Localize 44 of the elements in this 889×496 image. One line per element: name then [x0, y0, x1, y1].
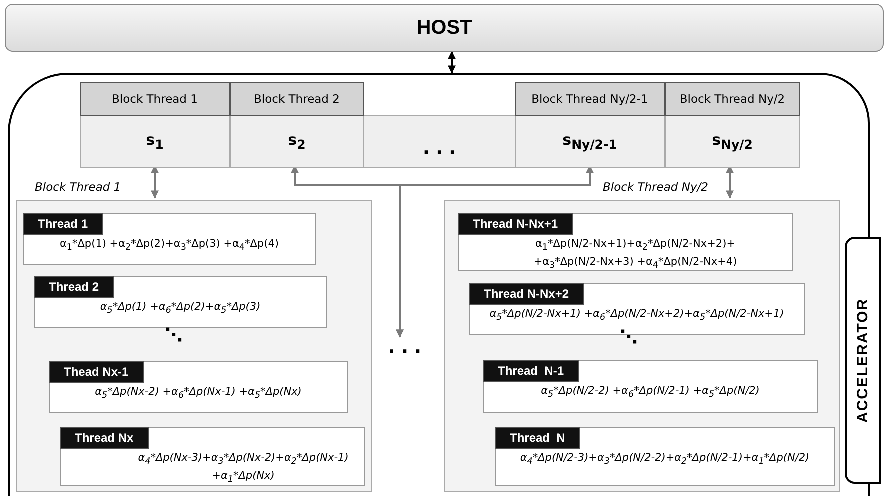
formula-text: α$_{5}$*Δp(N/2-2) +α$_{6}$*Δp(N/2-1) +α$_{5}$*Δp(N/2): [540, 384, 761, 402]
formula-text: α$_{1}$*Δp(1) +α$_{2}$*Δp(2)+α$_{3}$*Δp(3) +α$_{4}$*Δp(4): [59, 237, 280, 256]
ellipsis-dots: ⋱: [620, 327, 638, 348]
cell-value: s$_{2}$: [287, 131, 307, 152]
formula-text: α$_{5}$*Δp(Nx-2) +α$_{6}$*Δp(Nx-1) +α$_{5}$*Δp(Nx): [94, 385, 303, 404]
table-column: [665, 82, 800, 168]
table-column: [230, 82, 364, 168]
formula-text: α$_{4}$*Δp(N/2-3)+α$_{3}$*Δp(N/2-2)+α$_{2}$*Δp(N/2-1)+α$_{1}$*Δp(N/2): [519, 451, 811, 470]
table-column: [80, 82, 230, 168]
thread-label: Thread N: [495, 427, 580, 449]
table-column: [515, 82, 665, 168]
thread-label: Thread 2: [34, 276, 114, 298]
cell-value: s$_{Ny/2-1}$: [562, 131, 618, 152]
thread-label: Thread Nx: [60, 427, 149, 449]
formula-text: α$_{5}$*Δp(N/2-Nx+1) +α$_{6}$*Δp(N/2-Nx+2)+α$_{5}$*Δp(N/2-Nx+1): [488, 307, 786, 326]
thread-box: [495, 427, 835, 486]
formula-text: α$_{4}$*Δp(Nx-3)+α$_{3}$*Δp(Nx-2)+α$_{2}$*Δp(Nx-1) +α$_{1}$*Δp(Nx): [137, 451, 350, 488]
table-cell: . . .: [364, 115, 515, 168]
arrow: [448, 51, 456, 74]
formula-text: α$_{5}$*Δp(1) +α$_{6}$*Δp(2)+α$_{5}$*Δp(3): [99, 300, 262, 318]
thread-box: [458, 213, 793, 271]
panel-heading: Block Thread Ny/2: [603, 180, 708, 194]
ellipsis-dots: ⋱: [165, 325, 183, 346]
cell-value: s$_{Ny/2}$: [711, 131, 754, 152]
thread-box: [483, 360, 818, 413]
header-cell: Block Thread Ny/2: [665, 82, 800, 116]
thread-box: [60, 427, 365, 486]
thread-label: Thread 1: [23, 213, 104, 235]
formula-text: α$_{1}$*Δp(N/2-Nx+1)+α$_{2}$*Δp(N/2-Nx+2)+ +α$_{3}$*Δp(N/2-Nx+3) +α$_{4}$*Δp(N/2-Nx+4): [532, 237, 738, 274]
panel-heading: Block Thread 1: [35, 180, 122, 194]
thread-label: Thread N-1: [483, 360, 580, 382]
header-cell: Block Thread Ny/2-1: [515, 82, 665, 116]
ellipsis-text: . . .: [380, 339, 430, 357]
host-bar: HOST: [5, 4, 884, 52]
thread-label: Thread N-Nx+2: [469, 283, 584, 305]
accelerator-tab: ACCELERATOR: [845, 237, 881, 484]
thread-box: [49, 361, 348, 413]
cell-value: s$_{1}$: [145, 131, 165, 152]
thread-box: [23, 213, 316, 265]
thread-label: Thead Nx-1: [49, 361, 144, 383]
header-cell: Block Thread 2: [230, 82, 364, 116]
header-cell: Block Thread 1: [80, 82, 230, 116]
thread-label: Thread N-Nx+1: [458, 213, 574, 235]
thread-box: [34, 276, 327, 328]
